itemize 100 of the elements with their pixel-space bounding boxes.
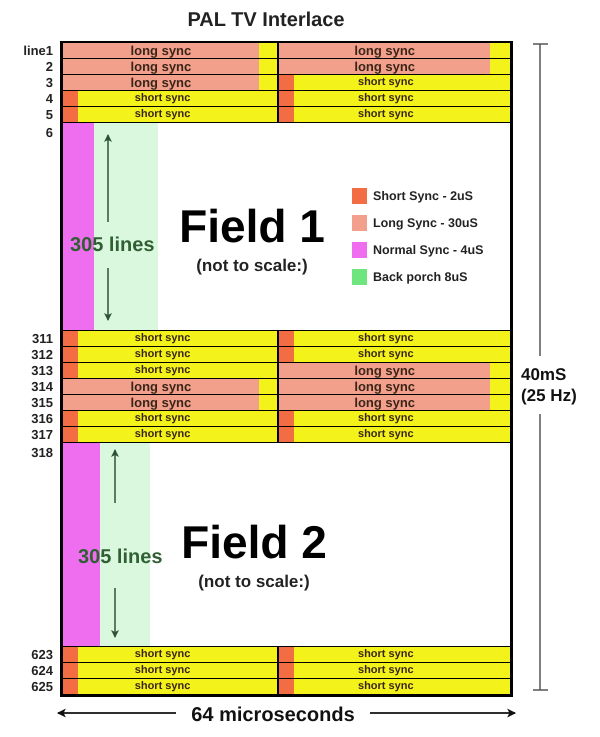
line-segment — [258, 59, 277, 74]
long-sync-pulse — [63, 43, 259, 58]
sync-label: short sync — [134, 109, 190, 120]
line-segment — [78, 363, 277, 378]
sync-label: short sync — [134, 93, 190, 104]
short-sync-pulse — [279, 331, 294, 346]
scan-line-row — [60, 41, 513, 59]
field-panel — [60, 443, 513, 647]
short-sync-pulse — [279, 75, 294, 90]
short-sync-pulse — [279, 663, 294, 678]
line-segment — [294, 411, 510, 426]
sync-label: short sync — [358, 681, 414, 692]
sync-label: short sync — [358, 413, 414, 424]
line-segment — [78, 679, 277, 694]
long-sync-pulse — [279, 43, 490, 58]
dimension-label: 40mS (25 Hz) — [521, 365, 577, 405]
line-segment — [294, 107, 510, 122]
dimension-label: 64 microseconds — [191, 704, 355, 726]
legend-label: Short Sync - 2uS — [373, 188, 474, 204]
short-sync-pulse — [63, 647, 78, 662]
line-number: 624 — [31, 663, 53, 679]
line-segment — [490, 379, 510, 394]
long-sync-pulse — [279, 395, 490, 410]
line-number: 316 — [31, 411, 53, 427]
scale-note: (not to scale:) — [196, 257, 308, 274]
line-segment — [294, 347, 510, 362]
scan-line-row — [60, 75, 513, 91]
line-segment — [78, 411, 277, 426]
line-segment — [78, 91, 277, 106]
line-number: 311 — [32, 331, 53, 347]
line-number: 2 — [46, 59, 53, 75]
line-segment — [258, 395, 277, 410]
line-segment — [490, 395, 510, 410]
sync-label: short sync — [358, 93, 414, 104]
field-panel — [60, 123, 513, 331]
sync-label: long sync — [354, 44, 416, 57]
scan-line-row — [60, 679, 513, 697]
line-segment — [78, 107, 277, 122]
long-sync-pulse — [63, 379, 259, 394]
line-segment — [294, 663, 510, 678]
field-title: Field 2 — [181, 519, 327, 565]
short-sync-pulse — [279, 347, 294, 362]
short-sync-pulse — [63, 427, 78, 442]
line-number: 5 — [46, 107, 53, 123]
line-segment — [490, 363, 510, 378]
sync-label: short sync — [358, 665, 414, 676]
diagram-title: PAL TV Interlace — [187, 10, 345, 30]
line-segment — [294, 647, 510, 662]
line-segment — [294, 91, 510, 106]
short-sync-pulse — [279, 647, 294, 662]
sync-label: short sync — [134, 681, 190, 692]
long-sync-pulse — [63, 395, 259, 410]
short-sync-pulse — [63, 331, 78, 346]
line-number: 318 — [31, 445, 53, 461]
line-segment — [78, 663, 277, 678]
scan-line-row — [60, 395, 513, 411]
line-number: 623 — [31, 647, 53, 663]
line-number: 313 — [31, 363, 53, 379]
short-sync-pulse — [63, 679, 78, 694]
scan-line-row — [60, 59, 513, 75]
sync-label: short sync — [358, 333, 414, 344]
line-segment — [78, 647, 277, 662]
line-segment — [258, 75, 277, 90]
sync-label: short sync — [134, 649, 190, 660]
scan-line-row — [60, 107, 513, 123]
long-sync-pulse — [63, 75, 259, 90]
short-sync-pulse — [279, 427, 294, 442]
line-number: 3 — [46, 75, 53, 91]
line-number: 625 — [31, 679, 53, 695]
sync-label: short sync — [134, 349, 190, 360]
short-sync-pulse — [63, 363, 78, 378]
sync-label: short sync — [358, 349, 414, 360]
line-segment — [490, 59, 510, 74]
sync-label: short sync — [134, 429, 190, 440]
line-segment — [294, 427, 510, 442]
line-segment — [78, 427, 277, 442]
line-segment — [258, 43, 277, 58]
long-sync-pulse — [279, 363, 490, 378]
short-sync-pulse — [63, 663, 78, 678]
short-sync-pulse — [63, 107, 78, 122]
sync-label: short sync — [134, 665, 190, 676]
short-sync-pulse — [279, 679, 294, 694]
line-segment — [294, 331, 510, 346]
scan-line-row — [60, 347, 513, 363]
legend-label: Back porch 8uS — [373, 269, 468, 285]
scan-line-row — [60, 663, 513, 679]
line-number: 4 — [46, 91, 53, 107]
sync-label: short sync — [358, 77, 414, 88]
legend-label: Long Sync - 30uS — [373, 215, 478, 231]
short-sync-pulse — [63, 411, 78, 426]
short-sync-pulse — [63, 91, 78, 106]
sync-label: short sync — [134, 333, 190, 344]
sync-label: short sync — [134, 365, 190, 376]
scan-line-row — [60, 91, 513, 107]
sync-label: short sync — [134, 413, 190, 424]
line-number: 317 — [31, 427, 53, 443]
sync-label: long sync — [354, 60, 416, 73]
short-sync-pulse — [279, 411, 294, 426]
scan-line-row — [60, 411, 513, 427]
line-number: 6 — [46, 125, 53, 141]
